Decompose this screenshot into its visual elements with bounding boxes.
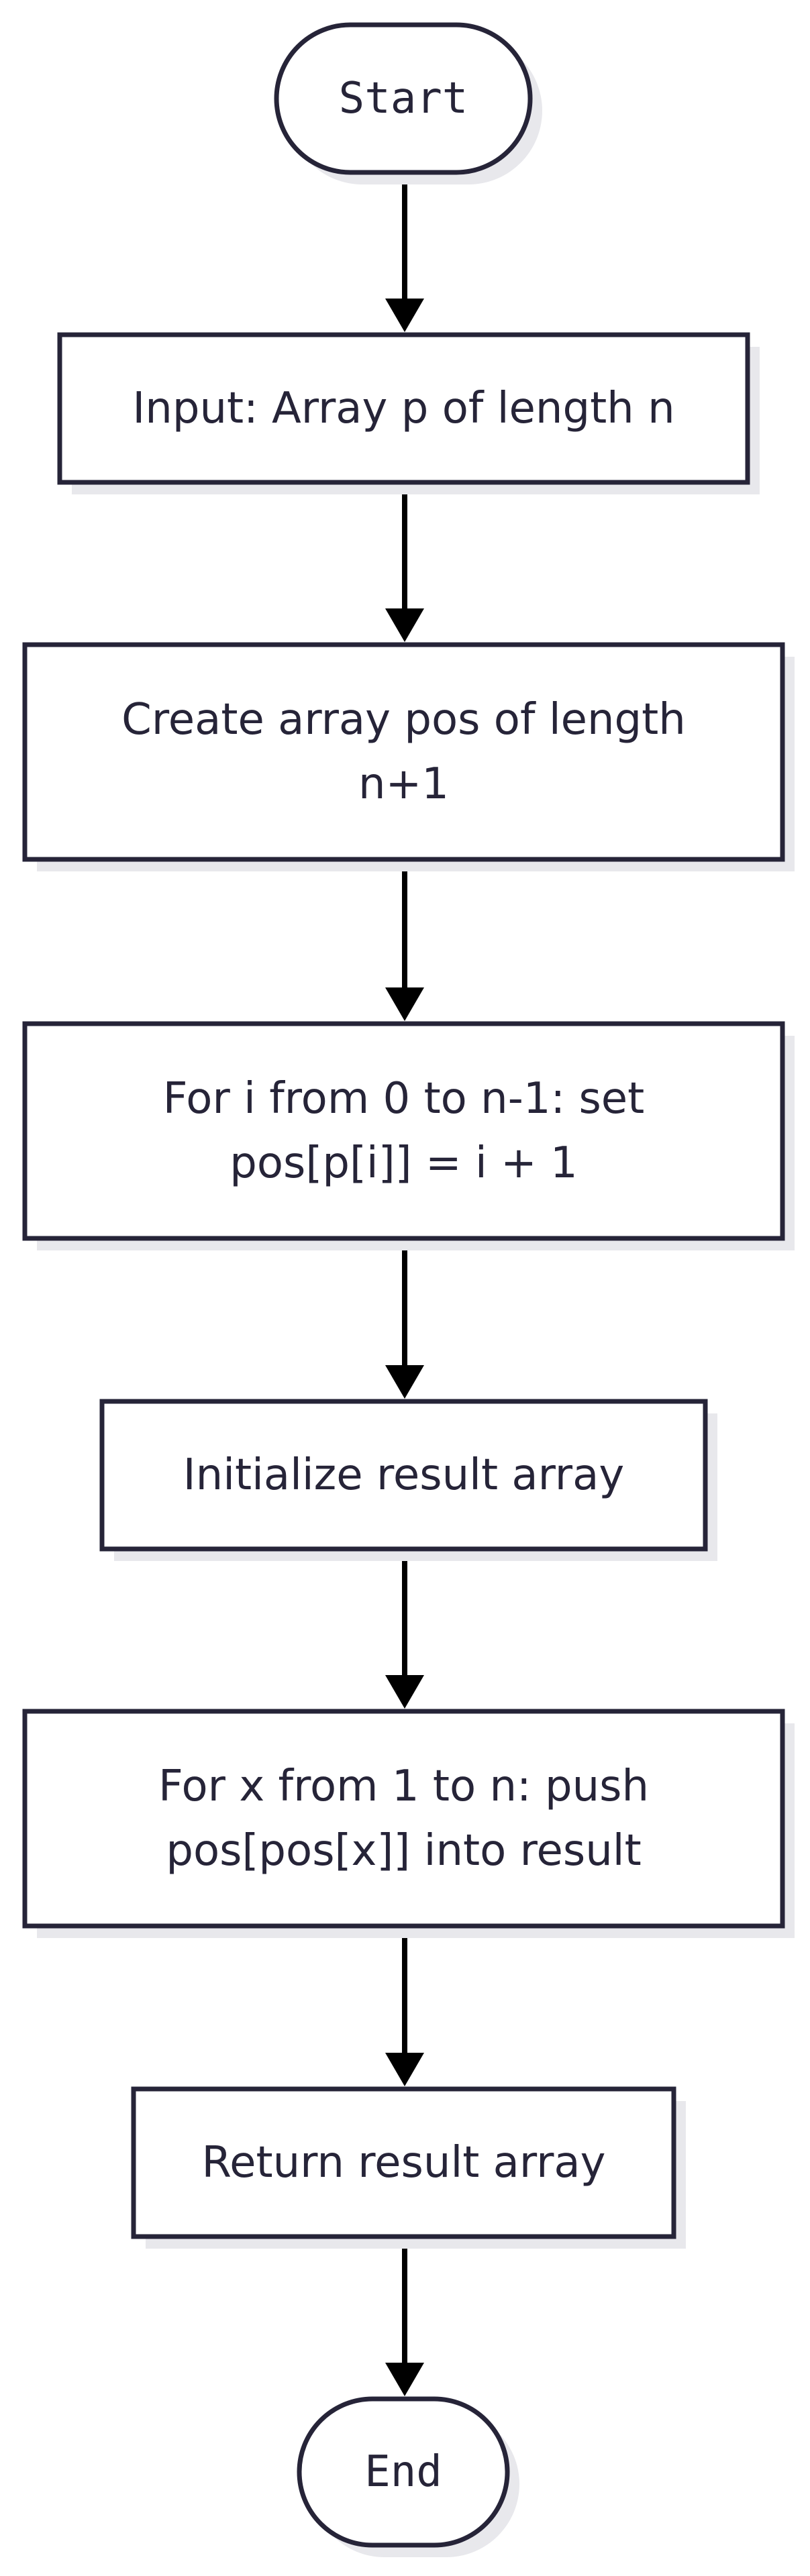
- node-label-line: Input: Array p of length n: [132, 384, 674, 433]
- process-node-push-loop: For x from 1 to n: push pos[pos[x]] into …: [22, 1709, 795, 1938]
- process-box: [22, 1709, 785, 1929]
- arrowhead-icon: [385, 2053, 424, 2086]
- process-box: [131, 2086, 676, 2239]
- node-label-line: For x from 1 to n: push: [158, 1762, 649, 1811]
- terminal-shape: [274, 22, 533, 175]
- node-label-line: End: [364, 2447, 442, 2497]
- node-label-line: pos[pos[x]] into result: [166, 1826, 641, 1876]
- terminal-node-end: End: [297, 2396, 519, 2557]
- arrow-return-result-to-end: [385, 2237, 424, 2396]
- arrowhead-icon: [385, 1365, 424, 1399]
- arrowhead-icon: [385, 987, 424, 1021]
- arrow-push-loop-to-return-result: [385, 1926, 424, 2086]
- process-node-init-result: Initialize result array: [99, 1399, 717, 1561]
- process-box: [22, 1021, 785, 1241]
- arrow-init-result-to-push-loop: [385, 1549, 424, 1709]
- arrowhead-icon: [385, 2363, 424, 2396]
- process-box: [22, 642, 785, 862]
- terminal-node-start: Start: [274, 22, 542, 184]
- node-label-line: n+1: [358, 759, 449, 809]
- process-box: [57, 332, 750, 485]
- edges-layer: [385, 172, 424, 2396]
- process-node-return-result: Return result array: [131, 2086, 686, 2249]
- node-label-line: pos[p[i]] = i + 1: [230, 1138, 578, 1188]
- arrowhead-icon: [385, 299, 424, 332]
- process-node-input: Input: Array p of length n: [57, 332, 760, 494]
- arrow-input-to-create-pos: [385, 482, 424, 642]
- process-node-create-pos: Create array pos of length n+1: [22, 642, 795, 871]
- process-node-fill-pos: For i from 0 to n-1: set pos[p[i]] = i + …: [22, 1021, 795, 1250]
- arrowhead-icon: [385, 1675, 424, 1709]
- arrow-fill-pos-to-init-result: [385, 1238, 424, 1399]
- arrowhead-icon: [385, 608, 424, 642]
- terminal-shape: [297, 2396, 510, 2548]
- arrow-create-pos-to-fill-pos: [385, 859, 424, 1021]
- node-label-line: Start: [339, 74, 468, 123]
- arrow-start-to-input: [385, 172, 424, 332]
- node-label-line: For i from 0 to n-1: set: [163, 1074, 645, 1124]
- node-label-line: Return result array: [202, 2138, 606, 2188]
- process-box: [99, 1399, 708, 1552]
- node-label-line: Initialize result array: [183, 1450, 624, 1500]
- node-label-line: Create array pos of length: [121, 695, 686, 745]
